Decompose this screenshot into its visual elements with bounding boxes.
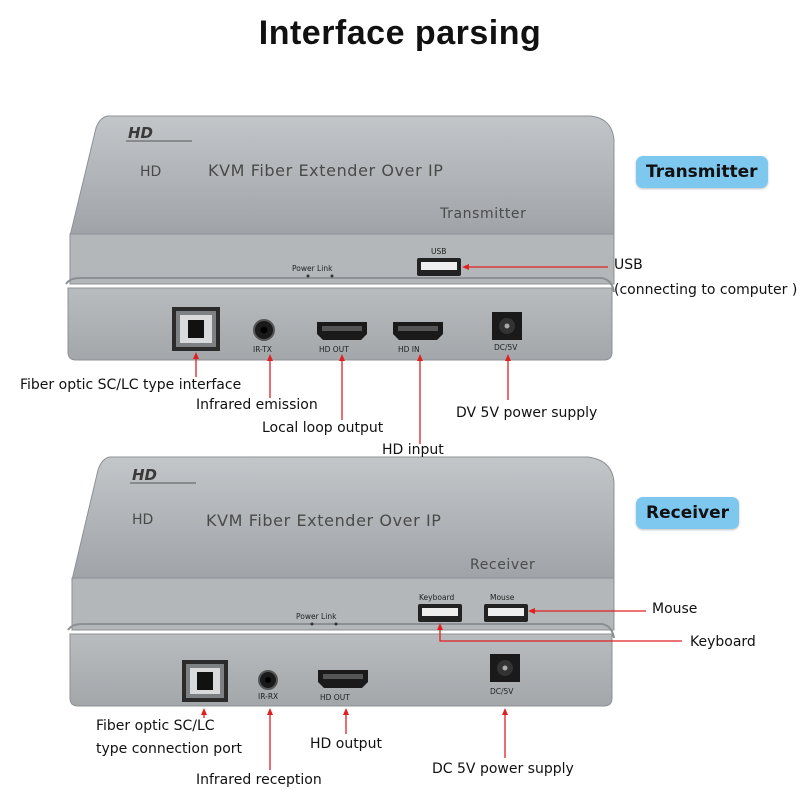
tx-logo-text: HD: [128, 124, 153, 142]
rx-dc-label: DC/5V: [490, 687, 514, 696]
tx-callout-usb-note: (connecting to computer ): [614, 282, 798, 298]
rx-device-hd-text: HD: [132, 512, 153, 528]
rx-logo-text: HD: [132, 466, 157, 484]
tx-callout-infrared: Infrared emission: [196, 397, 318, 413]
tx-hd-in-label: HD IN: [398, 345, 420, 354]
rx-callout-keyboard: Keyboard: [690, 634, 756, 650]
tx-usb-label: USB: [431, 247, 446, 256]
rx-device-name-text: KVM Fiber Extender Over IP: [206, 511, 442, 530]
rx-led-labels: Power Link: [296, 612, 337, 621]
tx-callout-loop: Local loop output: [262, 420, 384, 436]
tx-device-hd-text: HD: [140, 164, 161, 180]
tx-device-name-text: KVM Fiber Extender Over IP: [208, 161, 444, 180]
callout-arrows: [193, 264, 682, 770]
transmitter-device: HD HD KVM Fiber Extender Over IP Transmi…: [65, 115, 615, 361]
rx-mouse-port-label: Mouse: [490, 593, 515, 602]
rx-callout-fiber-line1: Fiber optic SC/LC: [96, 718, 215, 734]
tx-ir-label: IR-TX: [253, 345, 272, 354]
rx-device-role-text: Receiver: [470, 557, 535, 573]
receiver-badge: Receiver: [636, 497, 740, 529]
tx-callout-hd-input: HD input: [382, 442, 444, 458]
tx-led-labels: Power Link: [292, 264, 333, 273]
rx-hd-out-label: HD OUT: [320, 693, 350, 702]
tx-device-role-text: Transmitter: [439, 206, 526, 222]
rx-callout-infrared: Infrared reception: [196, 772, 322, 788]
rx-callout-mouse: Mouse: [652, 601, 698, 617]
tx-callout-usb: USB: [614, 257, 643, 273]
tx-hd-out-label: HD OUT: [319, 345, 349, 354]
rx-keyboard-port-label: Keyboard: [419, 593, 454, 602]
tx-callout-power: DV 5V power supply: [456, 405, 598, 421]
rx-callout-fiber-line2: type connection port: [96, 741, 243, 757]
rx-ir-label: IR-RX: [258, 692, 278, 701]
rx-callout-power: DC 5V power supply: [432, 761, 574, 777]
rx-callout-hd-output: HD output: [310, 736, 382, 752]
tx-callout-fiber: Fiber optic SC/LC type interface: [20, 377, 242, 393]
page-title: Interface parsing: [258, 14, 542, 52]
transmitter-badge: Transmitter: [636, 156, 768, 188]
receiver-device: HD HD KVM Fiber Extender Over IP Receive…: [67, 456, 615, 707]
tx-dc-label: DC/5V: [494, 343, 518, 352]
